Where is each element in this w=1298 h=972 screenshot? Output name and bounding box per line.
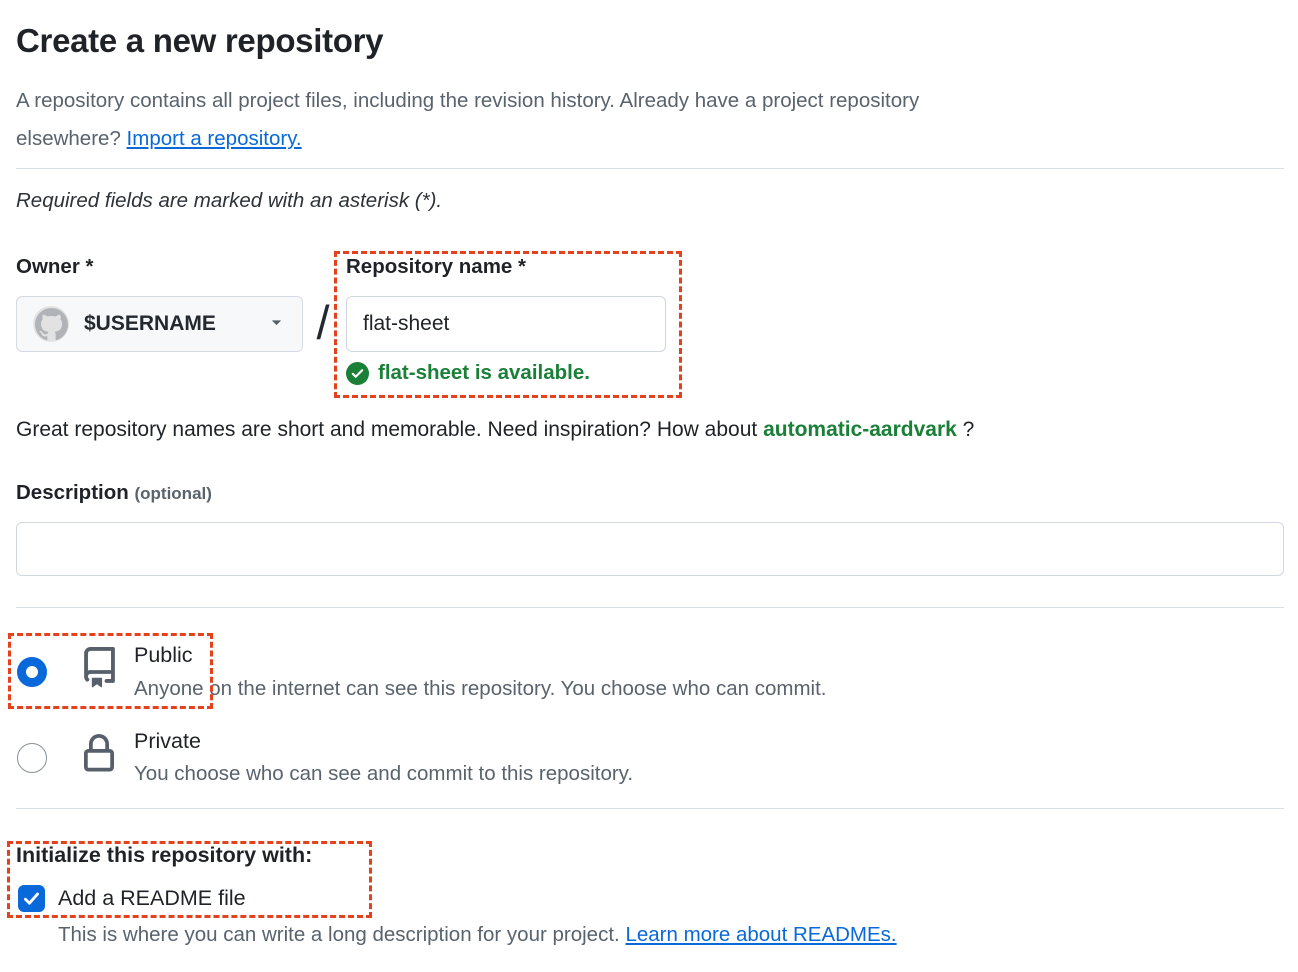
private-option-description: You choose who can see and commit to thi…: [134, 762, 634, 785]
private-option-label[interactable]: Private: [134, 729, 201, 753]
required-fields-note: Required fields are marked with an aster…: [16, 189, 443, 212]
availability-text: flat-sheet is available.: [378, 361, 590, 384]
repository-name-input[interactable]: [346, 296, 666, 352]
owner-label: Owner *: [16, 255, 94, 278]
owner-avatar: [33, 306, 69, 342]
github-octocat-icon: [34, 307, 68, 340]
readme-checkbox-label[interactable]: Add a README file: [58, 886, 246, 910]
suggested-name[interactable]: automatic-aardvark: [763, 418, 957, 441]
check-icon: [24, 892, 39, 905]
lock-icon: [79, 734, 119, 779]
divider-visibility: [16, 607, 1284, 608]
name-suggestion: Great repository names are short and mem…: [16, 418, 974, 442]
initialize-heading: Initialize this repository with:: [16, 843, 313, 867]
public-option-label[interactable]: Public: [134, 643, 193, 667]
public-radio[interactable]: [17, 657, 47, 687]
suggestion-prefix: Great repository names are short and mem…: [16, 418, 764, 441]
intro-line1: A repository contains all project files,…: [16, 89, 920, 112]
availability-message: flat-sheet is available.: [346, 361, 590, 385]
divider-top: [16, 168, 1284, 169]
import-repository-link[interactable]: Import a repository.: [126, 127, 302, 150]
owner-repo-separator: /: [316, 296, 330, 349]
description-label: Description (optional): [16, 481, 212, 504]
intro-text: A repository contains all project files,…: [16, 82, 919, 158]
repository-name-label: Repository name *: [346, 255, 526, 278]
readme-learn-more-link[interactable]: Learn more about READMEs.: [625, 923, 897, 946]
private-radio[interactable]: [17, 743, 47, 773]
page-title: Create a new repository: [16, 22, 384, 59]
divider-initialize: [16, 808, 1284, 809]
readme-checkbox[interactable]: [18, 885, 45, 912]
public-option-description: Anyone on the internet can see this repo…: [134, 677, 827, 700]
description-optional-hint: (optional): [134, 484, 212, 503]
owner-select-button[interactable]: $USERNAME: [16, 296, 303, 352]
suggestion-suffix: ?: [956, 418, 975, 441]
description-input[interactable]: [16, 522, 1284, 576]
owner-value: $USERNAME: [84, 312, 216, 335]
repo-book-icon: [79, 647, 120, 693]
check-circle-icon: [346, 361, 369, 385]
readme-help-text: This is where you can write a long descr…: [58, 923, 897, 946]
intro-line2: elsewhere?: [16, 127, 127, 150]
chevron-down-icon: [267, 312, 286, 336]
